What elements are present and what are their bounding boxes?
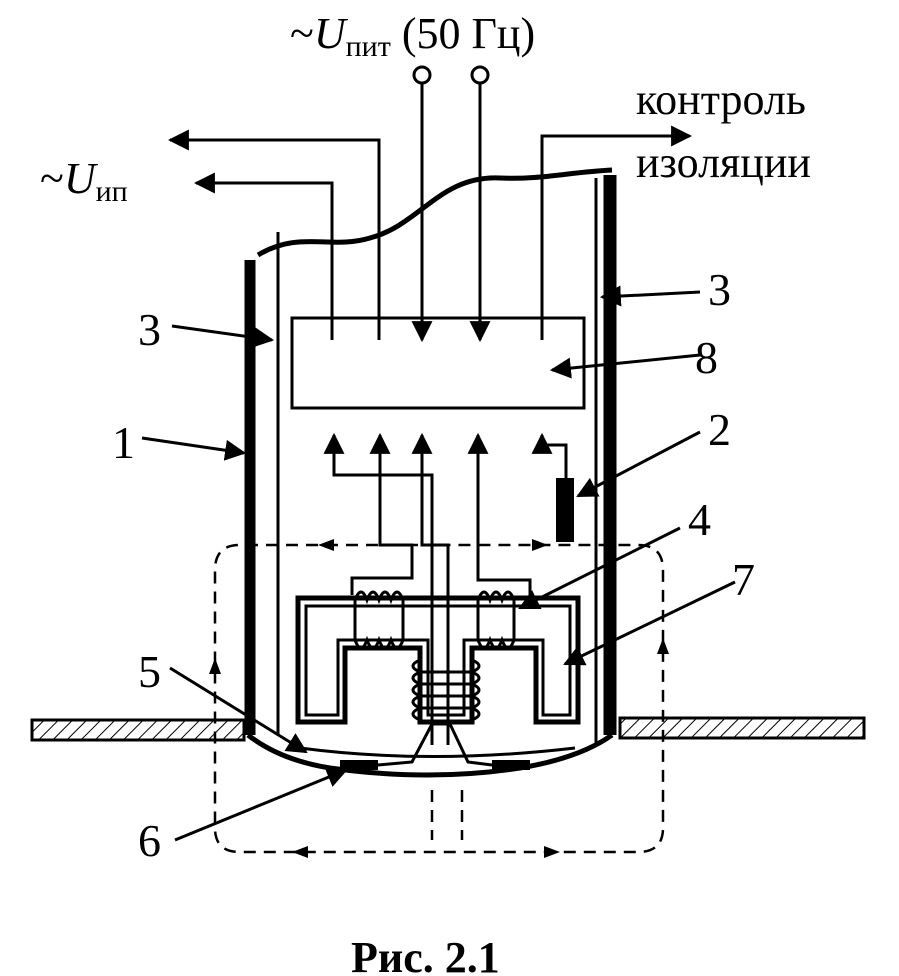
callout-7: 7 [732,554,755,605]
callout-1: 1 [112,417,135,468]
figure-caption: Рис. 2.1 [351,933,500,976]
ground-plate [30,716,866,742]
flux-path-dashed [209,539,669,858]
insulation-control-label-line2: изоляции [636,138,811,187]
callout-4: 4 [688,494,711,545]
sensor-element [556,478,574,542]
callout-6: 6 [138,815,161,866]
ip-voltage-label: ~Uип [40,154,128,208]
callout-3-left: 3 [138,304,161,355]
callout-2: 2 [708,404,731,455]
housing-bottom [246,732,614,778]
bottom-electrodes [340,722,530,770]
callout-leaders [141,285,736,842]
supply-voltage-label: ~Uпит (50 Гц) [290,9,535,63]
winding-coils [353,590,516,722]
magnetic-core [295,595,581,725]
electronics-block [290,316,586,410]
callout-5: 5 [138,646,161,697]
output-signal-lines [167,125,693,340]
insulation-control-label-line1: контроль [636,75,806,124]
callout-3-right: 3 [708,264,731,315]
callout-8: 8 [695,332,718,383]
internal-wiring [323,432,568,745]
